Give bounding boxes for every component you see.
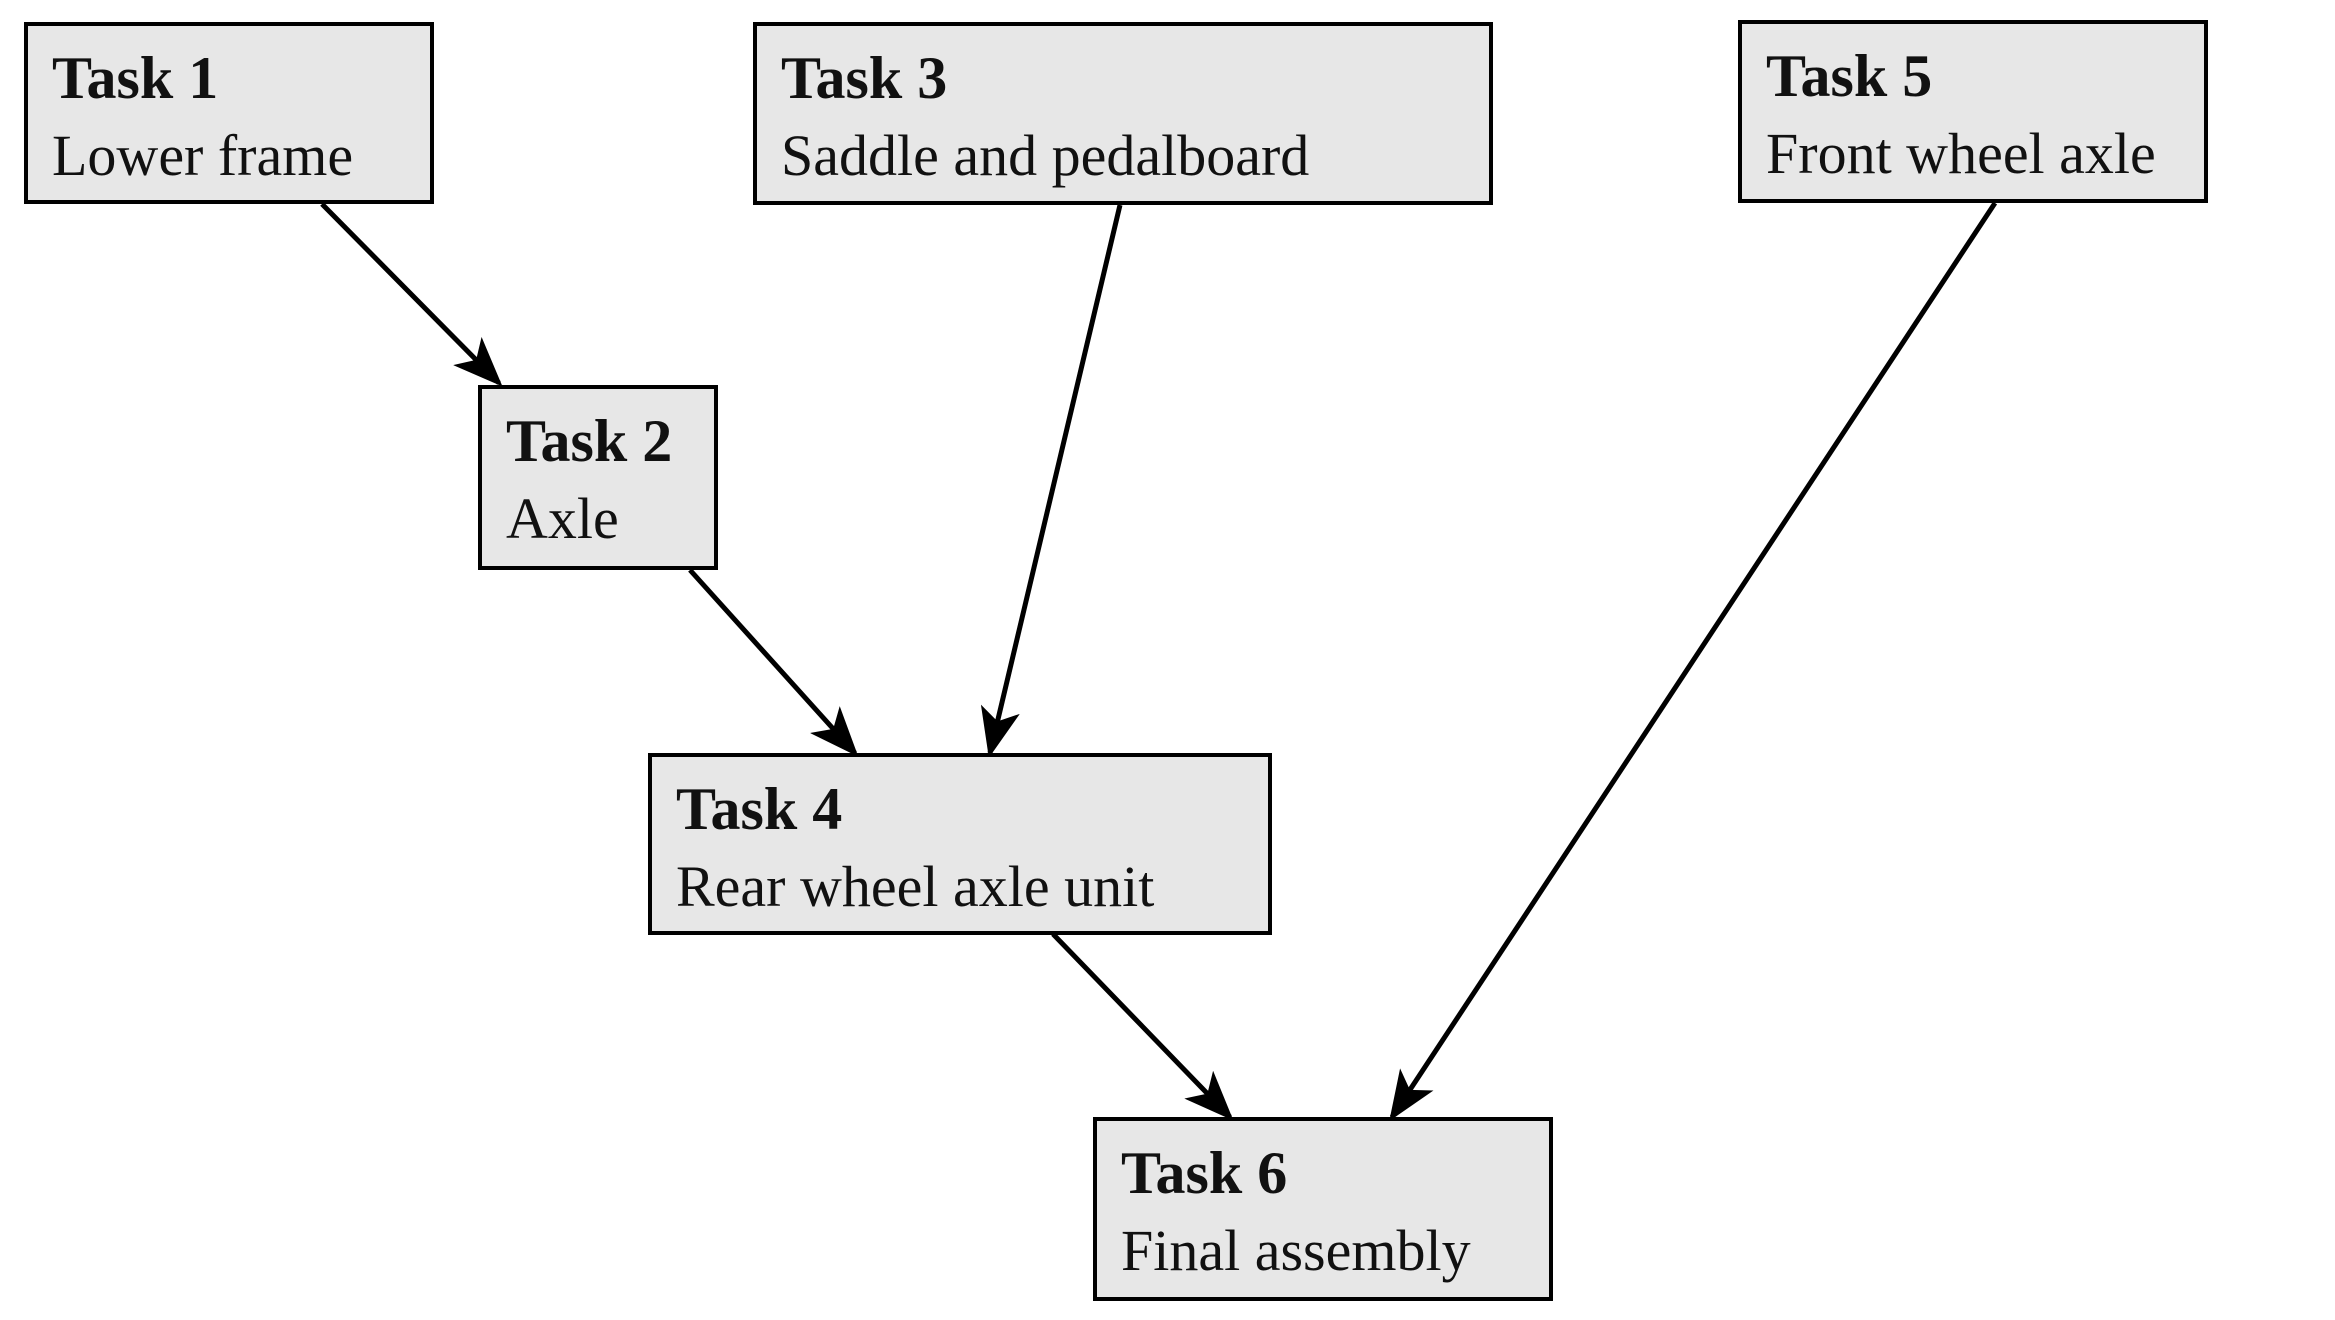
task-4-subtitle: Rear wheel axle unit xyxy=(676,854,1155,919)
task-4-title: Task 4 xyxy=(676,776,843,842)
arrow-task1-to-task2 xyxy=(320,202,503,387)
node-task-1: Task 1 Lower frame xyxy=(24,22,434,204)
task-2-title: Task 2 xyxy=(506,408,673,474)
arrow-task2-to-task4 xyxy=(688,568,859,757)
task-5-subtitle: Front wheel axle xyxy=(1766,121,2156,186)
task-1-title: Task 1 xyxy=(52,45,219,111)
arrow-task4-to-task6 xyxy=(1051,932,1234,1121)
node-task-3: Task 3 Saddle and pedalboard xyxy=(753,22,1493,205)
node-task-4: Task 4 Rear wheel axle unit xyxy=(648,753,1272,935)
node-task-5: Task 5 Front wheel axle xyxy=(1738,20,2208,203)
task-3-subtitle: Saddle and pedalboard xyxy=(781,123,1310,188)
arrow-task3-to-task4 xyxy=(980,204,1123,758)
arrow-task5-to-task6 xyxy=(1389,201,1998,1122)
task-6-title: Task 6 xyxy=(1121,1140,1288,1206)
task-1-subtitle: Lower frame xyxy=(52,123,354,188)
task-6-subtitle: Final assembly xyxy=(1121,1218,1471,1283)
node-task-2: Task 2 Axle xyxy=(478,385,718,570)
task-3-title: Task 3 xyxy=(781,45,948,111)
task-2-subtitle: Axle xyxy=(506,486,619,551)
node-task-6: Task 6 Final assembly xyxy=(1093,1117,1553,1301)
task-5-title: Task 5 xyxy=(1766,43,1933,109)
